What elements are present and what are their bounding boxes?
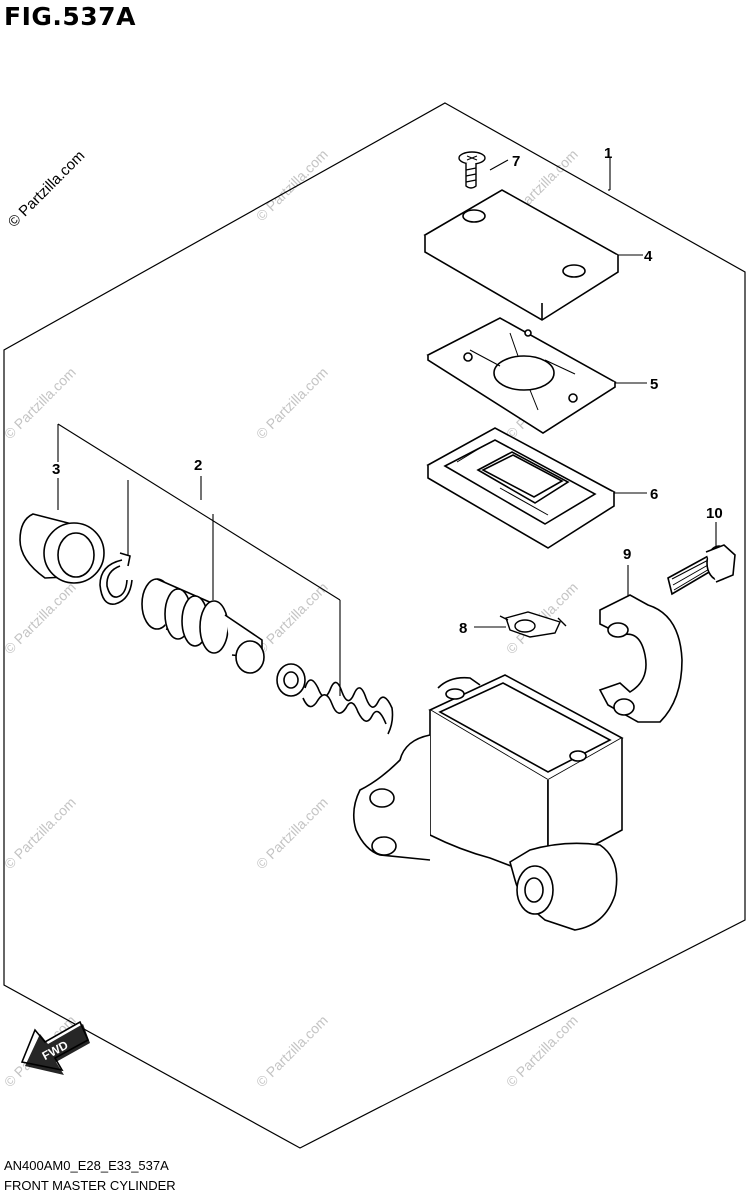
- dust-boot-icon: [19, 513, 105, 584]
- part-label-7: 7: [512, 153, 520, 170]
- watermark-text: © Partzilla.com: [253, 579, 331, 657]
- part-label-4: 4: [644, 248, 653, 265]
- leader-lines: [57, 158, 717, 696]
- watermark-text: © Partzilla.com: [253, 1012, 331, 1090]
- watermark-text: © Partzilla.com: [253, 794, 331, 872]
- part-label-8: 8: [459, 620, 467, 637]
- figure-code: AN400AM0_E28_E33_537A: [4, 1158, 169, 1173]
- assembly-frame: [3, 102, 746, 1149]
- part-label-6: 6: [650, 486, 658, 503]
- bolt-icon: [667, 544, 736, 596]
- watermark-text: © Partzilla.com: [1, 794, 79, 872]
- figure-caption: FRONT MASTER CYLINDER: [4, 1178, 176, 1193]
- watermark-text: © Partzilla.com: [253, 146, 331, 224]
- diaphragm-plate-icon: [426, 317, 617, 434]
- spring-icon: [276, 663, 394, 735]
- part-label-9: 9: [623, 546, 631, 563]
- watermark-text: © Partzilla.com: [5, 147, 88, 230]
- part-label-3: 3: [52, 461, 60, 478]
- fwd-arrow-icon: FWD: [20, 1020, 90, 1075]
- circlip-icon: [99, 552, 133, 605]
- part-label-10: 10: [706, 505, 723, 522]
- screw-icon: [458, 151, 486, 189]
- part-label-5: 5: [650, 376, 658, 393]
- figure-title: FIG.537A: [4, 2, 136, 31]
- watermark-text: © Partzilla.com: [1, 364, 79, 442]
- part-label-1: 1: [604, 145, 612, 162]
- part-label-2: 2: [194, 457, 202, 474]
- diaphragm-icon: [426, 427, 616, 549]
- piston-icon: [141, 578, 265, 674]
- reservoir-cap-icon: [423, 189, 620, 321]
- washer-icon: [499, 611, 567, 638]
- watermark-text: © Partzilla.com: [253, 364, 331, 442]
- watermark-text: © Partzilla.com: [1, 579, 79, 657]
- holder-clamp-icon: [598, 594, 683, 723]
- master-cylinder-body-icon: [352, 674, 624, 931]
- part-labels: 1 2 3 4 5 6 7 8 9 10: [52, 145, 723, 637]
